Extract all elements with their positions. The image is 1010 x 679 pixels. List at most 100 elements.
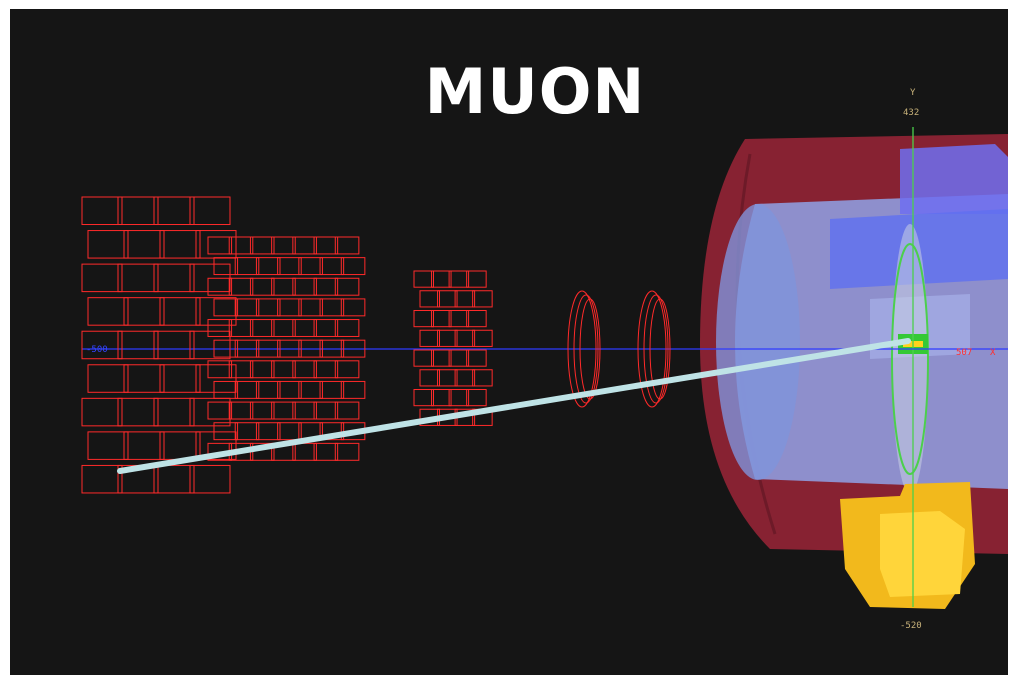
muon-chamber-station-2 [334,360,360,379]
muon-chamber-station-2 [340,380,366,399]
muon-chamber-station-2 [249,319,275,337]
muon-chamber-station-2 [319,298,345,317]
muon-chamber-station-2 [340,339,366,358]
muon-chamber-station-1 [189,464,231,494]
muon-chamber-station-2 [277,339,302,358]
muon-chamber-station-2 [340,257,366,276]
muon-chamber-station-2 [249,236,275,255]
muon-ring-chamber-2 [643,294,669,404]
muon-chamber-station-3 [466,389,487,407]
muon-chamber-station-1 [123,431,165,460]
muon-chamber-station-2 [271,236,296,255]
muon-chamber-station-1 [123,364,165,393]
muon-chamber-station-1 [81,196,123,226]
muon-chamber-station-2 [234,422,260,441]
muon-chamber-station-3 [437,369,458,387]
muon-track [117,338,911,474]
muon-chamber-station-2 [313,277,339,296]
muon-chamber-station-3 [448,270,470,288]
y-axis: Y 432 -520 [900,88,922,631]
muon-ring-chamber-2 [649,298,671,400]
muon-chamber-station-1 [87,364,129,393]
muon-chamber-station-2 [255,380,281,399]
muon-chamber-station-1 [189,397,231,427]
muon-chamber-station-1 [159,230,201,259]
muon-chamber-station-1 [159,364,201,393]
y-axis-top-label: 432 [903,108,919,118]
yellow-calorimeter-block [840,482,975,609]
page-title: MUON [424,55,646,128]
muon-chamber-station-2 [234,339,260,358]
muon-chamber-station-2 [228,401,254,420]
event-display: Y 432 -520 -500 507 X MUON [10,9,1008,675]
muon-chamber-station-1 [153,464,195,494]
muon-chamber-station-3 [419,329,440,347]
muon-chamber-station-2 [292,401,317,420]
muon-ring-chamber-1 [567,290,597,408]
muon-chamber-station-1 [153,196,195,226]
muon-chamber-station-3 [472,329,493,347]
muon-chamber-station-3 [431,349,452,367]
muon-chamber-station-2 [228,277,254,296]
muon-chamber-station-2 [228,236,254,255]
muon-chamber-station-2 [334,277,360,296]
muon-chamber-station-3 [472,290,493,308]
muon-chamber-station-3 [431,310,452,328]
muon-chambers [81,196,671,494]
x-axis-name: X [990,348,996,358]
muon-chamber-station-1 [189,196,231,226]
muon-chamber-station-2 [292,360,317,379]
muon-chamber-station-2 [313,442,339,461]
muon-chamber-station-2 [277,298,302,317]
muon-chamber-station-1 [81,330,123,360]
muon-ring-chamber-1 [573,294,599,404]
muon-chamber-station-2 [298,339,323,358]
muon-chamber-station-2 [213,339,239,358]
muon-chamber-station-1 [87,297,129,326]
muon-chamber-station-3 [472,369,493,387]
muon-chamber-station-2 [207,360,233,379]
muon-chamber-station-2 [207,236,233,255]
z-axis-right-label: 507 [956,348,972,358]
muon-chamber-station-3 [466,270,487,288]
muon-chamber-station-2 [213,298,239,317]
muon-chamber-station-2 [255,422,281,441]
muon-chamber-station-2 [298,380,323,399]
muon-chamber-station-1 [123,297,165,326]
muon-chamber-station-3 [413,349,434,367]
muon-chamber-station-1 [117,330,159,360]
y-axis-bottom-label: -520 [900,621,922,631]
muon-chamber-station-2 [292,442,317,461]
muon-chamber-station-1 [159,431,201,460]
muon-chamber-station-2 [255,339,281,358]
muon-chamber-station-3 [437,290,458,308]
muon-chamber-station-3 [419,369,440,387]
muon-ring-chamber-2 [637,290,667,408]
muon-chamber-station-3 [437,329,458,347]
muon-chamber-station-2 [255,257,281,276]
muon-chamber-station-2 [255,298,281,317]
muon-chamber-station-3 [454,369,476,387]
muon-chamber-station-2 [334,442,360,461]
muon-chamber-station-3 [454,290,476,308]
muon-chamber-station-2 [292,277,317,296]
muon-chamber-station-3 [448,310,470,328]
muon-chamber-station-2 [228,360,254,379]
muon-chamber-station-2 [277,380,302,399]
muon-chamber-station-1 [195,431,237,460]
y-axis-name: Y [910,88,916,98]
muon-chamber-station-1 [159,297,201,326]
z-axis-left-label: -500 [86,345,108,355]
muon-chamber-station-2 [249,360,275,379]
muon-chamber-station-2 [271,401,296,420]
muon-chamber-station-2 [292,319,317,337]
muon-chamber-station-2 [319,257,345,276]
muon-chamber-station-2 [277,257,302,276]
muon-chamber-station-2 [234,380,260,399]
muon-chamber-station-2 [213,422,239,441]
muon-chamber-station-2 [334,236,360,255]
inner-detector [716,144,1008,494]
muon-chamber-station-2 [249,401,275,420]
muon-chamber-station-3 [413,270,434,288]
muon-chamber-station-1 [153,397,195,427]
